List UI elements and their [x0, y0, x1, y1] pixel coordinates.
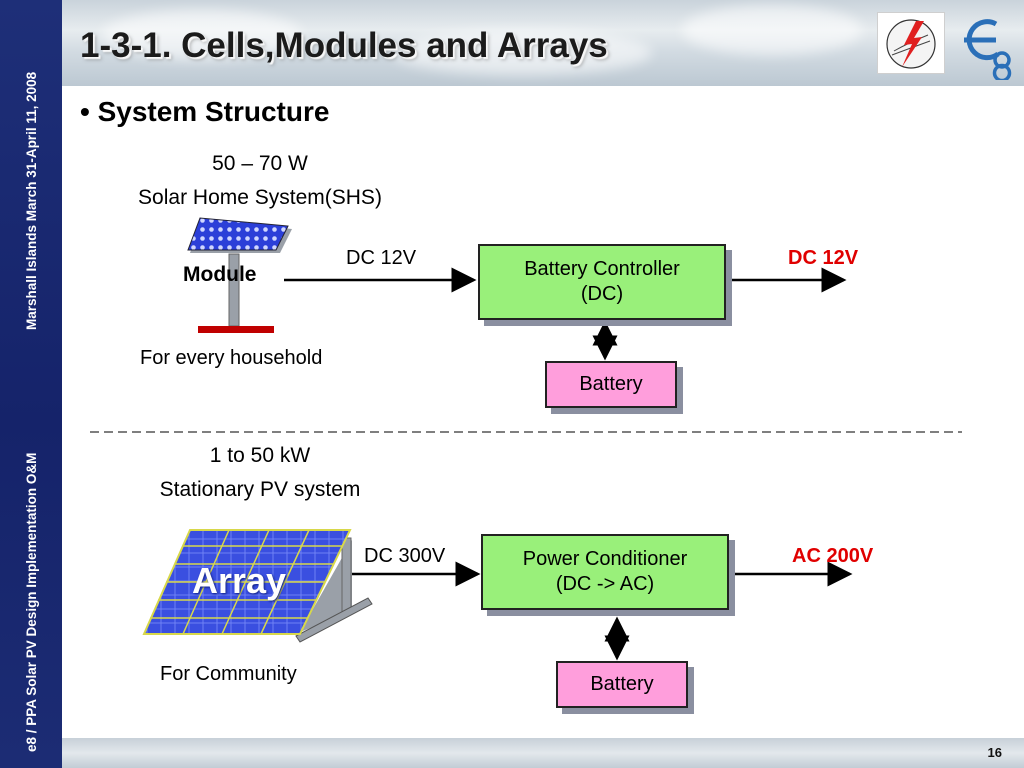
stationary-battery-label: Battery	[590, 673, 654, 695]
shs-battery-box: Battery	[545, 361, 677, 408]
stationary-input-voltage: DC 300V	[364, 545, 446, 567]
shs-output-voltage: DC 12V	[788, 247, 859, 269]
header-banner	[62, 0, 1024, 86]
shs-power-label: 50 – 70 W	[212, 152, 308, 175]
stationary-battery-box: Battery	[556, 661, 688, 708]
ppa-logo	[877, 12, 945, 74]
array-label: Array	[192, 560, 287, 601]
power-conditioner-box: Power Conditioner (DC -> AC)	[481, 534, 729, 610]
power-conditioner-subtitle: (DC -> AC)	[555, 573, 655, 595]
solar-array-icon	[142, 529, 373, 643]
battery-controller-subtitle: (DC)	[580, 283, 624, 305]
shs-name-label: Solar Home System(SHS)	[138, 186, 382, 209]
section-heading: • System Structure	[80, 96, 330, 127]
section-heading-text: System Structure	[97, 96, 330, 127]
page-number: 16	[987, 745, 1002, 760]
shs-input-voltage: DC 12V	[346, 247, 417, 269]
shs-caption: For every household	[140, 347, 323, 369]
stationary-name-label: Stationary PV system	[159, 478, 361, 501]
stationary-power-label: 1 to 50 kW	[209, 444, 311, 467]
shs-battery-label: Battery	[579, 373, 643, 395]
battery-controller-box: Battery Controller (DC)	[478, 244, 726, 320]
module-label: Module	[183, 263, 257, 286]
footer-banner	[62, 738, 1024, 768]
stationary-caption: For Community	[160, 663, 297, 685]
e8-logo	[952, 10, 1018, 80]
solar-module-icon	[187, 217, 292, 333]
sidebar: Marshall Islands March 31-April 11, 2008…	[0, 0, 62, 768]
power-conditioner-title: Power Conditioner	[522, 548, 688, 570]
page-title: 1-3-1. Cells,Modules and Arrays	[80, 26, 608, 65]
battery-controller-title: Battery Controller	[524, 258, 680, 280]
stationary-output-voltage: AC 200V	[792, 545, 874, 567]
